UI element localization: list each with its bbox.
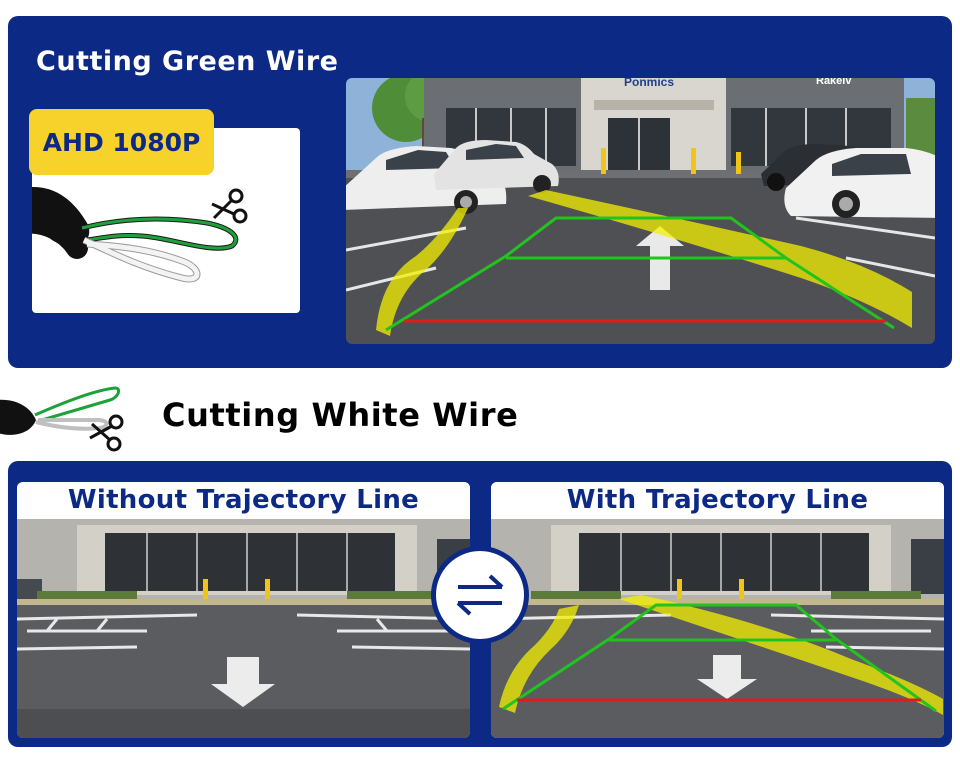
parking-lot-photo-with-lines	[491, 519, 944, 738]
small-wire-illustration	[0, 380, 135, 458]
trajectory-left-band	[376, 208, 468, 336]
trajectory-right-band	[528, 190, 912, 328]
parked-car-right	[784, 148, 935, 218]
cut-wire-illustration	[32, 187, 248, 283]
road-arrow-marking	[697, 655, 757, 699]
white-wire-title: Cutting White Wire	[162, 396, 519, 434]
with-trajectory-card: With Trajectory Line	[491, 482, 944, 738]
guide-green-lines	[385, 216, 895, 332]
swap-arrows-icon	[431, 546, 529, 644]
guide-green-lines	[502, 603, 937, 713]
scissors-icon	[89, 414, 124, 452]
parked-car-center	[434, 140, 559, 193]
without-trajectory-title: Without Trajectory Line	[17, 482, 470, 519]
parking-lot-photo-plain	[17, 519, 470, 738]
green-wire-title: Cutting Green Wire	[36, 46, 339, 77]
store-sign-right: Rakelv	[816, 78, 852, 87]
scissors-icon	[211, 188, 248, 224]
road-arrow-marking	[211, 657, 275, 707]
trajectory-right-band	[619, 595, 943, 715]
ahd-1080p-badge: AHD 1080P	[29, 109, 214, 175]
without-trajectory-card: Without Trajectory Line	[17, 482, 470, 738]
store-sign-left: Ponmics	[624, 78, 674, 89]
with-trajectory-title: With Trajectory Line	[491, 482, 944, 519]
trajectory-left-band	[499, 605, 579, 713]
parking-lot-photo-with-trajectory: Ponmics Rakelv	[346, 78, 935, 344]
